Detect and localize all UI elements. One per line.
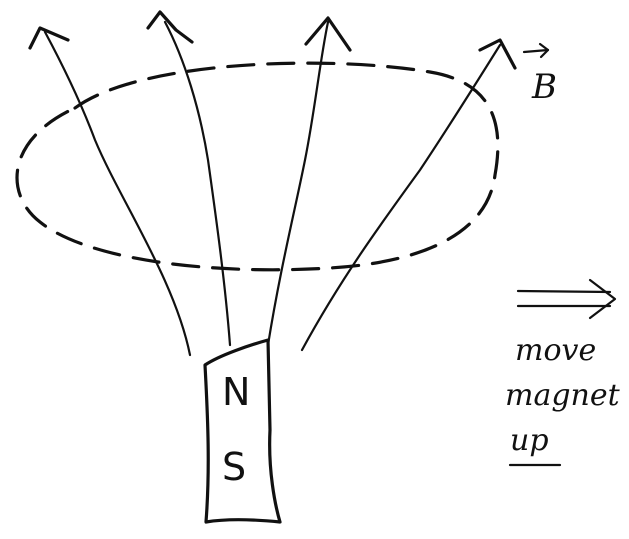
bar-magnet: N S bbox=[203, 338, 282, 524]
arrowhead-1 bbox=[28, 26, 70, 50]
note-line-1: move bbox=[515, 333, 596, 368]
field-label-b: B bbox=[522, 42, 557, 107]
magnet-south-label: S bbox=[222, 445, 246, 489]
field-line-4 bbox=[300, 43, 502, 352]
vector-arrow-bar bbox=[522, 48, 550, 54]
field-line-1 bbox=[43, 30, 192, 357]
field-line-3 bbox=[266, 20, 330, 347]
vector-arrow-head bbox=[538, 42, 550, 59]
magnet-north-label: N bbox=[222, 370, 250, 414]
magnet-outline bbox=[203, 338, 282, 524]
b-letter: B bbox=[531, 67, 557, 107]
dashed-loop bbox=[15, 61, 500, 272]
field-lines bbox=[28, 10, 517, 357]
arrowhead-3 bbox=[304, 16, 352, 52]
field-line-2 bbox=[163, 20, 232, 347]
implies-arrow bbox=[516, 278, 617, 320]
motion-note: move magnet up bbox=[505, 333, 621, 467]
arrowhead-4 bbox=[478, 38, 517, 70]
note-line-2: magnet bbox=[505, 378, 621, 413]
arrowhead-2 bbox=[146, 10, 194, 44]
note-line-3: up bbox=[510, 423, 549, 458]
